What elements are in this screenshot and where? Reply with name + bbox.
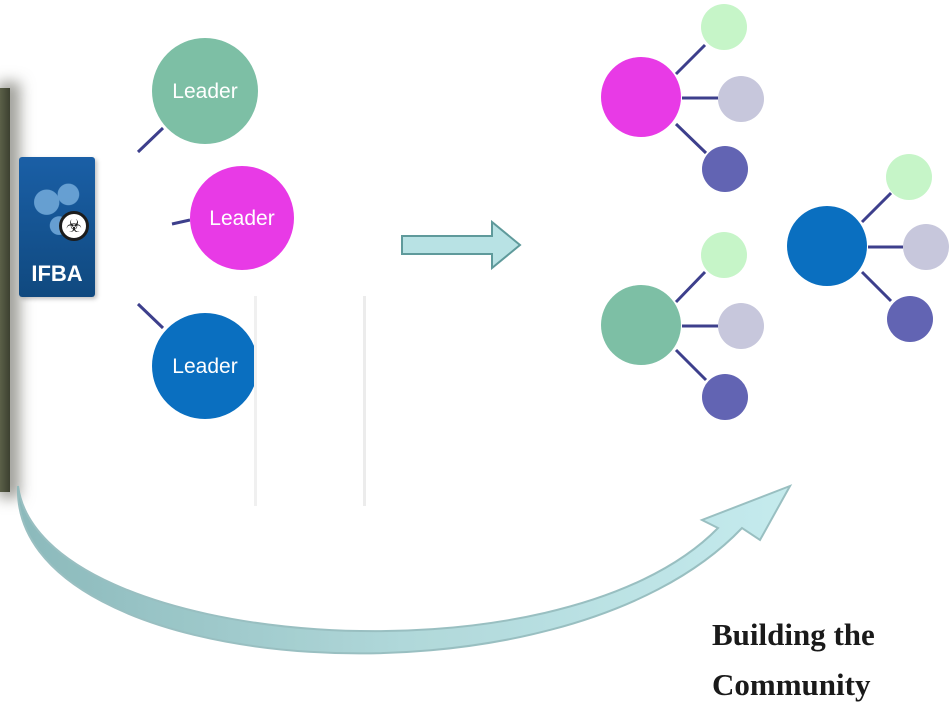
biohazard-icon: ☣ xyxy=(59,211,89,241)
curved-arrow xyxy=(16,484,793,655)
cluster-green xyxy=(601,232,764,420)
right-arrow xyxy=(401,219,522,271)
photo-panel xyxy=(0,88,10,492)
leader-label-2: Leader xyxy=(209,207,274,230)
leader-node-blue xyxy=(152,313,258,419)
leader-node-green xyxy=(152,38,258,144)
leader-label-1: Leader xyxy=(172,80,237,103)
caption-line-1: Building the xyxy=(712,617,875,652)
cluster-magenta xyxy=(601,4,764,192)
ifba-logo: ☣ IFBA xyxy=(19,157,95,297)
leader-connector-2 xyxy=(171,218,191,226)
leader-connector-1 xyxy=(136,126,165,154)
caption: Building the Community xyxy=(712,610,875,710)
logo-text: IFBA xyxy=(31,261,83,286)
caption-line-2: Community xyxy=(712,667,871,702)
leader-node-magenta xyxy=(190,166,294,270)
leader-label-3: Leader xyxy=(172,355,237,378)
leader-connector-3 xyxy=(136,302,165,330)
blank-panel xyxy=(254,296,366,506)
cluster-blue xyxy=(787,154,949,342)
